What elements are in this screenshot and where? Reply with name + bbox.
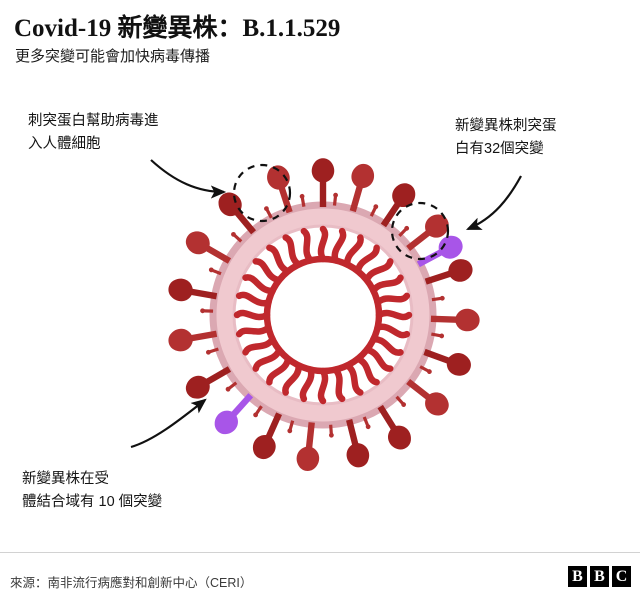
source-credit: 來源：南非流行病應對和創新中心（CERI） [10, 576, 253, 590]
annotation-bottom-left-line1: 新變異株在受 [22, 471, 109, 487]
annotation-top-left-line1: 刺突蛋白幫助病毒進 [28, 113, 159, 129]
annotation-bottom-left-line2: 體結合域有 10 個突變 [22, 494, 163, 510]
annotation-bottom-left: 新變異株在受 體結合域有 10 個突變 [22, 468, 162, 514]
annotation-top-right-line2: 白有32個突變 [455, 141, 544, 157]
bbc-logo-letter-3: C [612, 566, 631, 587]
virus-envelope [209, 201, 437, 429]
annotation-top-left: 刺突蛋白幫助病毒進 入人體細胞 [28, 110, 159, 156]
rna-strand [233, 225, 413, 405]
coronavirus-particle-illustration [130, 158, 522, 473]
bbc-logo-letter-1: B [568, 566, 587, 587]
leader-line-bottom-left [130, 398, 207, 449]
bbc-logo: B B C [568, 566, 631, 587]
footer-divider [0, 552, 640, 553]
page-subtitle: 更多突變可能會加快病毒傳播 [15, 48, 211, 65]
annotation-top-right-line1: 新變異株刺突蛋 [455, 118, 557, 134]
page-title: Covid-19 新變異株：B.1.1.529 [14, 15, 341, 42]
dashed-highlight-circle-right [390, 201, 450, 261]
dashed-highlight-circle-left [232, 163, 292, 223]
leader-line-top-right [465, 175, 522, 231]
bbc-logo-letter-2: B [590, 566, 609, 587]
annotation-top-left-line2: 入人體細胞 [28, 136, 101, 152]
annotation-top-right: 新變異株刺突蛋 白有32個突變 [455, 115, 557, 161]
leader-line-top-left [150, 159, 227, 199]
